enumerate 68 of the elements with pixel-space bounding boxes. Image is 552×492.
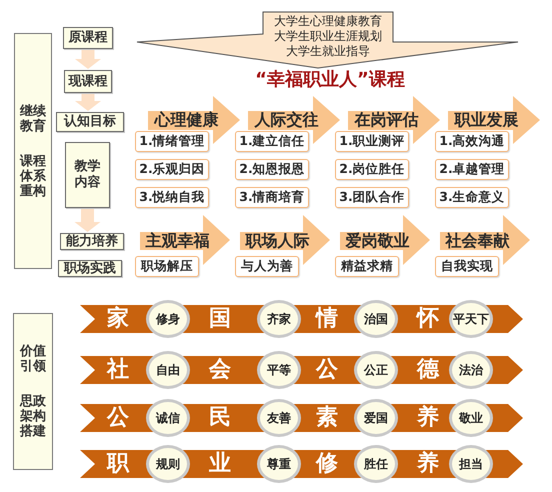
circle-node: 公正 [354,351,398,389]
step-box: 能力培养 [60,233,124,250]
topic-box: 2.卓越管理 [435,159,509,180]
course-name: 大学生就业指导 [286,44,370,58]
step-box: 教学内容 [65,142,110,208]
side-label: 价值引领 [19,344,47,374]
side-label: 继续教育 [19,104,47,134]
step-box: 现课程 [64,70,112,93]
circle-node: 友善 [257,399,301,437]
diagram-title: “幸福职业人”课程 [255,70,405,90]
topic-box: 3.团队合作 [335,187,409,208]
circle-node: 尊重 [257,445,301,483]
circle-node: 自由 [146,351,190,389]
side-label: 思政架构搭建 [19,394,47,439]
circle-node: 平天下 [449,300,493,338]
topic-box: 1.情绪管理 [135,131,209,152]
band-character: 情 [316,305,338,333]
band-character: 家 [107,305,129,333]
topic-box: 2.知恩报恩 [235,159,309,180]
band-character: 公 [107,404,129,432]
band-character: 国 [209,305,231,333]
circle-node: 敬业 [449,399,493,437]
step-box: 职场实践 [58,260,122,277]
side-panel [14,33,52,269]
side-label: 课程体系重构 [19,154,47,198]
arrow [75,94,101,111]
circle-node: 修身 [146,300,190,338]
circle-node: 齐家 [257,300,301,338]
step-box: 原课程 [63,27,113,49]
course-name: 大学生心理健康教育 [274,14,382,28]
topic-box: 精益求精 [335,256,399,277]
topic-box: 职场解压 [135,256,199,277]
circle-node: 平等 [257,351,301,389]
arrow [75,50,101,69]
circle-node: 爱国 [354,399,398,437]
band-character: 社 [107,356,129,384]
circle-node: 担当 [449,445,493,483]
topic-box: 自我实现 [435,256,499,277]
step-box: 认知目标 [56,112,124,132]
band-character: 养 [417,450,439,478]
band-character: 养 [417,404,439,432]
side-panel [13,313,53,470]
circle-node: 治国 [354,300,398,338]
band-character: 民 [209,404,231,432]
band-character: 怀 [417,305,439,333]
band-character: 职 [107,450,129,478]
topic-box: 1.建立信任 [235,131,309,152]
band-character: 德 [417,356,439,384]
topic-box: 3.悦纳自我 [135,187,209,208]
topic-box: 3.生命意义 [435,187,509,208]
topic-box: 2.乐观归因 [135,159,209,180]
band-character: 公 [316,356,338,384]
band-character: 业 [209,450,231,478]
circle-node: 规则 [146,445,190,483]
arrow [74,209,100,232]
course-name: 大学生职业生涯规划 [274,29,382,43]
topic-box: 2.岗位胜任 [335,159,409,180]
circle-node: 诚信 [146,399,190,437]
band-character: 会 [209,356,231,384]
topic-box: 3.情商培育 [235,187,309,208]
callout-bubble [137,12,518,68]
topic-box: 与人为善 [235,256,299,277]
topic-box: 1.职业测评 [335,131,409,152]
band-character: 素 [316,404,338,432]
circle-node: 法治 [449,351,493,389]
band-character: 修 [316,450,338,478]
topic-box: 1.高效沟通 [435,131,509,152]
circle-node: 胜任 [354,445,398,483]
